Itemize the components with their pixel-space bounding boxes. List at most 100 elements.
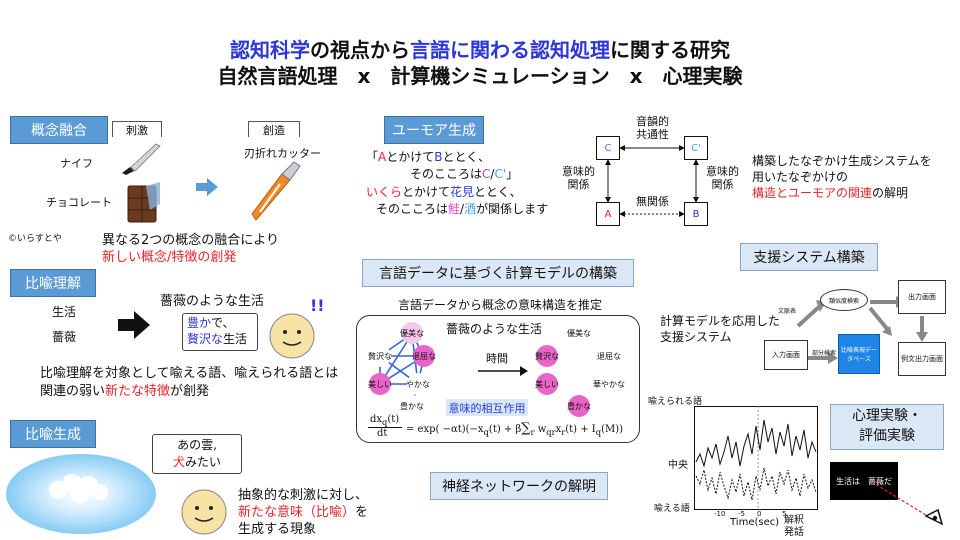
mu-bubble-de: で、 <box>211 316 235 330</box>
relation-diagram-lines <box>605 145 699 217</box>
title-text-2: に関する研究 <box>610 38 730 62</box>
relation-node-c-label: C <box>604 142 612 154</box>
eye-icon <box>924 508 944 526</box>
eq-w-sub: qr <box>546 427 556 437</box>
mg-desc-2a: 新たな意味（比喩） <box>238 505 356 520</box>
fusion-result: 刃折れカッター <box>244 147 321 160</box>
creation-tag: 創造 <box>248 121 300 137</box>
support-box-example: 例文出力画面 <box>898 342 946 376</box>
exp-x-tick: -10 <box>714 510 726 518</box>
relation-node-c2: C' <box>684 136 708 160</box>
humor-line-1: 「AとかけてBととく、 <box>366 150 490 165</box>
cm-node-right: 美しい <box>535 373 559 395</box>
metaphor-understanding-header: 比喩理解 <box>10 269 96 297</box>
exp-y-bottom: 喩える語 <box>654 504 690 514</box>
relation-node-c: C <box>596 136 620 160</box>
cm-model-panel <box>356 315 640 443</box>
metaphor-understanding-label: 比喩理解 <box>25 276 81 292</box>
humor-header: ユーモア生成 <box>384 116 484 144</box>
relation-right-label: 意味的 関係 <box>706 165 739 191</box>
cm-node-right: 贅沢な <box>535 345 559 367</box>
humor-desc-3a: 構造とユーモアの関連 <box>752 186 873 200</box>
humor-line-4: そのこころは鮭/酒が関係します <box>376 202 548 217</box>
support-search-label: 類似度検索 <box>828 297 859 305</box>
eq-dt: dt <box>377 428 388 439</box>
mu-phrase: 薔薇のような生活 <box>160 294 265 309</box>
support-small-label-2: 部分検索 <box>812 350 837 357</box>
mu-word-2: 薔薇 <box>52 330 77 344</box>
arrow-right-icon <box>478 366 528 376</box>
mu-exclaim: !! <box>310 296 325 315</box>
exp-y-mid: 中央 <box>668 460 688 471</box>
cm-interaction-box: 意味的相互作用 <box>446 399 528 416</box>
support-box-input: 入力画面 <box>764 340 808 370</box>
fusion-item-knife: ナイフ <box>60 157 93 170</box>
humor-desc-2: 用いたなぞかけの <box>752 170 849 184</box>
cutter-icon <box>251 161 301 221</box>
mg-speech-bubble: あの雲, 犬みたい <box>152 434 242 474</box>
eq-i-sub: q <box>595 427 602 437</box>
concept-fusion-header: 概念融合 <box>10 116 108 144</box>
support-desc-1: 計算モデルを応用した <box>660 314 781 328</box>
exp-stimulus-screen: 生活は 薔薇だ <box>830 462 898 500</box>
exp-x-right-2: 発話 <box>784 526 804 538</box>
eq-xr: x <box>555 424 562 435</box>
humor-l2c: / <box>490 167 495 181</box>
humor-l2b: C <box>482 167 491 181</box>
exp-x-right-1: 解釈 <box>784 515 804 526</box>
exp-y-top: 喩えられる語 <box>648 397 703 407</box>
cm-phrase: 薔薇のような生活 <box>446 322 543 336</box>
mg-desc-2: 新たな意味（比喩）を <box>238 505 368 521</box>
cm-node-left: やかな <box>406 373 430 395</box>
relation-node-a-label: A <box>604 208 612 220</box>
mg-bubble-dog: 犬 <box>172 454 185 469</box>
relation-node-c2-label: C' <box>691 142 701 154</box>
chocolate-icon <box>127 182 160 223</box>
exp-x-tick: 5 <box>782 510 787 518</box>
cloud-shape <box>49 474 108 503</box>
mu-bubble-life: 生活 <box>223 331 248 346</box>
support-box-search: 類似度検索 <box>820 289 868 311</box>
humor-l1e: ととく、 <box>442 150 491 164</box>
humor-line-3: いくらとかけて花見ととく、 <box>366 185 522 200</box>
mu-word-1: 生活 <box>52 305 77 319</box>
humor-l1d: B <box>434 150 443 164</box>
stimulus-tag: 刺激 <box>112 121 162 137</box>
concept-fusion-label: 概念融合 <box>31 123 87 139</box>
smiley-face-icon <box>269 313 315 359</box>
mu-bubble-luxury: 贅沢な <box>187 331 224 346</box>
relation-node-a: A <box>596 202 620 226</box>
exp-x-label: Time(sec) <box>730 517 780 528</box>
mu-desc-2: 関連の弱い新たな特徴が創発 <box>40 384 209 400</box>
humor-label: ユーモア生成 <box>392 123 476 139</box>
mu-bubble-rich: 豊か <box>187 316 212 330</box>
experiment-label-2: 評価実験 <box>859 428 915 444</box>
relation-right-1: 意味的 <box>706 165 739 178</box>
mg-desc-3: 生成する現象 <box>238 522 317 537</box>
relation-node-b-label: B <box>692 208 700 220</box>
relation-top-2: 共通性 <box>636 127 669 141</box>
stimulus-label: 刺激 <box>126 124 148 137</box>
support-output-label: 出力画面 <box>908 293 936 301</box>
fusion-desc-2: 新しい概念/特徴の創発 <box>102 250 237 265</box>
eq-xr-sub: r <box>561 427 566 437</box>
eq-numerator: dxq(t) <box>370 414 399 427</box>
title-text-1: の視点から <box>310 38 410 62</box>
relation-left-2: 関係 <box>567 177 590 191</box>
humor-l2e: 」 <box>506 167 519 181</box>
humor-l2a: そのこころは <box>410 167 483 181</box>
title-accent-1: 認知科学 <box>230 38 310 62</box>
support-box-output: 出力画面 <box>898 280 946 314</box>
eq-rhs-sub: q <box>483 427 489 437</box>
mu-desc-1: 比喩理解を対象として喩える語、喩えられる語とは <box>40 366 339 381</box>
mu-desc-2a: 関連の弱い <box>40 384 106 399</box>
cm-node-right: 豊かな <box>567 395 591 417</box>
cm-node-left: 贅沢な <box>368 345 392 367</box>
cm-node-left: 優美な <box>400 322 424 344</box>
relation-top-label: 音韻的 共通性 <box>636 115 669 141</box>
metaphor-generation-label: 比喩生成 <box>25 427 81 443</box>
cm-equation: dxq(t) dt = exp( −αt)(−xq(t) + β∑r wqrxr… <box>366 412 636 442</box>
neural-label: 神経ネットワークの解明 <box>442 479 596 495</box>
humor-l1c: とかけて <box>386 150 435 164</box>
illustration-credit: ©いらすとや <box>8 234 62 244</box>
